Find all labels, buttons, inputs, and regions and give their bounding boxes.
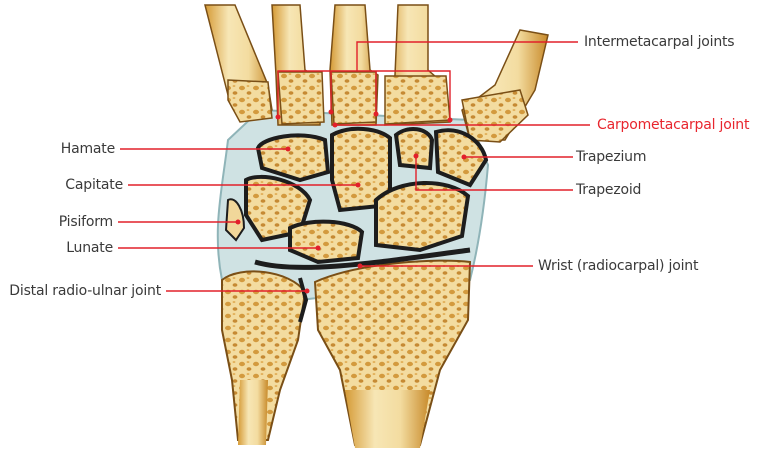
hamate-bone [255, 133, 331, 183]
label-capitate: Capitate [65, 177, 123, 193]
carpal-bones [224, 126, 489, 265]
leader-dots [235, 109, 467, 294]
label-trapezium: Trapezium [576, 149, 647, 165]
scaphoid-bone [374, 180, 471, 253]
label-carpometacarpal-joint: Carpometacarpal joint [597, 117, 750, 133]
capitate-bone [330, 126, 392, 213]
forearm-bones [200, 247, 500, 459]
label-distal-radio-ulnar-joint: Distal radio-ulnar joint [9, 283, 161, 299]
metacarpals [204, 4, 549, 143]
label-hamate: Hamate [60, 141, 115, 157]
label-wrist-radiocarpal-joint: Wrist (radiocarpal) joint [538, 258, 699, 274]
lunate-bone [288, 219, 365, 265]
trapezoid-bone [393, 127, 435, 171]
label-intermetacarpal-joints: Intermetacarpal joints [584, 34, 735, 50]
label-pisiform: Pisiform [58, 214, 113, 230]
label-trapezoid: Trapezoid [576, 182, 642, 198]
pisiform-bone [224, 198, 246, 242]
trapezium-bone [433, 128, 489, 188]
label-lunate: Lunate [66, 240, 113, 256]
leader-lines [118, 41, 590, 292]
